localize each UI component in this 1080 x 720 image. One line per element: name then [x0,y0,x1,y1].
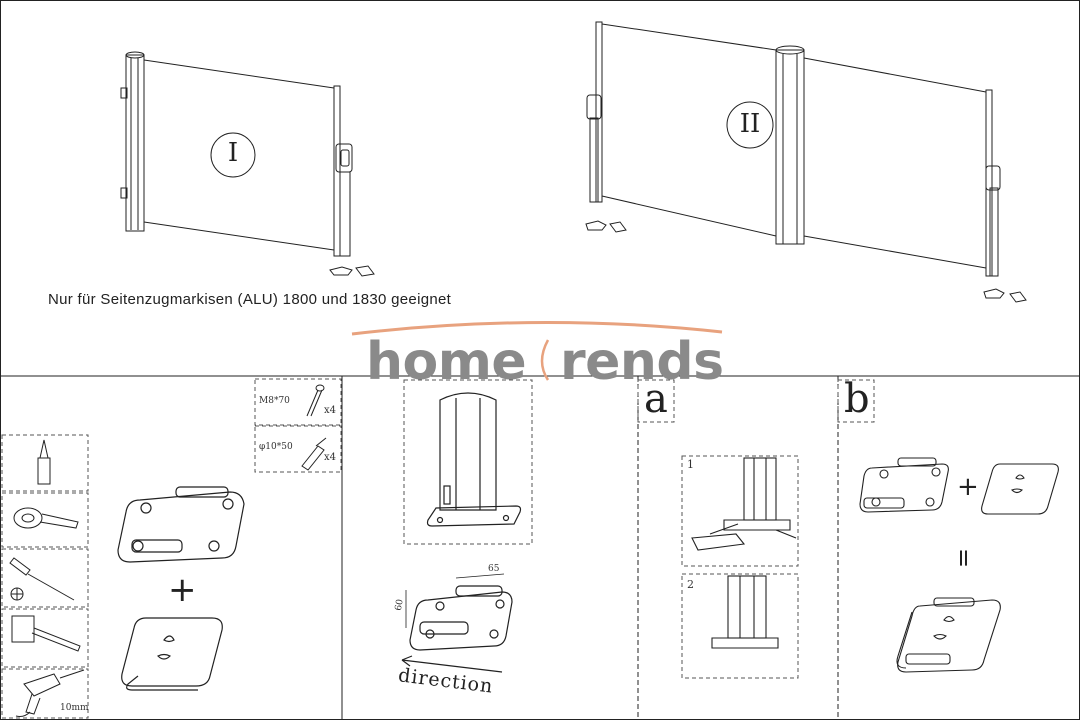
dimension-depth: 60 [393,598,406,612]
direction-arrow [401,655,503,673]
step-2-box [681,573,799,679]
plus-sign-b: + [957,472,979,502]
logo-text-rends: rends [560,332,724,392]
b-assembled-drawing [896,597,1001,673]
dimension-width: 65 [488,564,500,574]
step-1-number: 1 [687,458,694,471]
base-plate-dimension-drawing [405,573,513,651]
b-plate-drawing [859,457,949,513]
screw-qty: x4 [324,405,337,416]
post-on-base-drawing [426,392,522,527]
panel-a-label: a [644,376,668,422]
wall-anchor-icon [301,437,327,471]
tool-tape-measure-icon [13,507,79,529]
drill-bit-size: 10mm [60,703,89,713]
variant-I-circle [210,132,256,178]
awning-single-drawing [120,51,375,277]
panel-a-label-box [637,379,675,423]
post-detail-box [403,379,533,545]
tool-drill-icon [15,669,85,717]
compatibility-caption: Nur für Seitenzugmarkisen (ALU) 1800 und… [48,291,452,308]
equals-sign-b: = [950,547,979,569]
step-2-number: 2 [687,578,694,591]
awning-double-drawing [585,21,1027,303]
base-cover-drawing [121,617,223,691]
plus-sign-tools: + [168,570,197,610]
screw-spec: M8*70 [259,396,290,406]
step-2-drawing [711,575,779,649]
variant-II-label: II [739,109,761,139]
variant-I-label: I [227,138,239,168]
panel-b-label: b [844,376,870,422]
step-1-drawing [691,457,797,551]
panel-b-label-box [837,379,875,423]
anchor-spec: φ10*50 [259,442,293,452]
tool-screwdriver-icon [9,557,75,601]
step-1-box [681,455,799,567]
b-cover-drawing [981,463,1059,515]
logo-text-home: home [366,332,527,392]
fasteners-box [254,378,342,473]
base-plate-drawing [117,486,245,563]
tools-boxes [1,434,89,719]
tool-mallet-icon [11,615,81,652]
anchor-qty: x4 [324,452,337,463]
logo-swoosh [540,339,550,381]
tool-marker-pen-icon [37,439,51,485]
screw-icon [306,384,325,417]
variant-II-circle [726,101,774,149]
logo-arc [351,321,723,336]
